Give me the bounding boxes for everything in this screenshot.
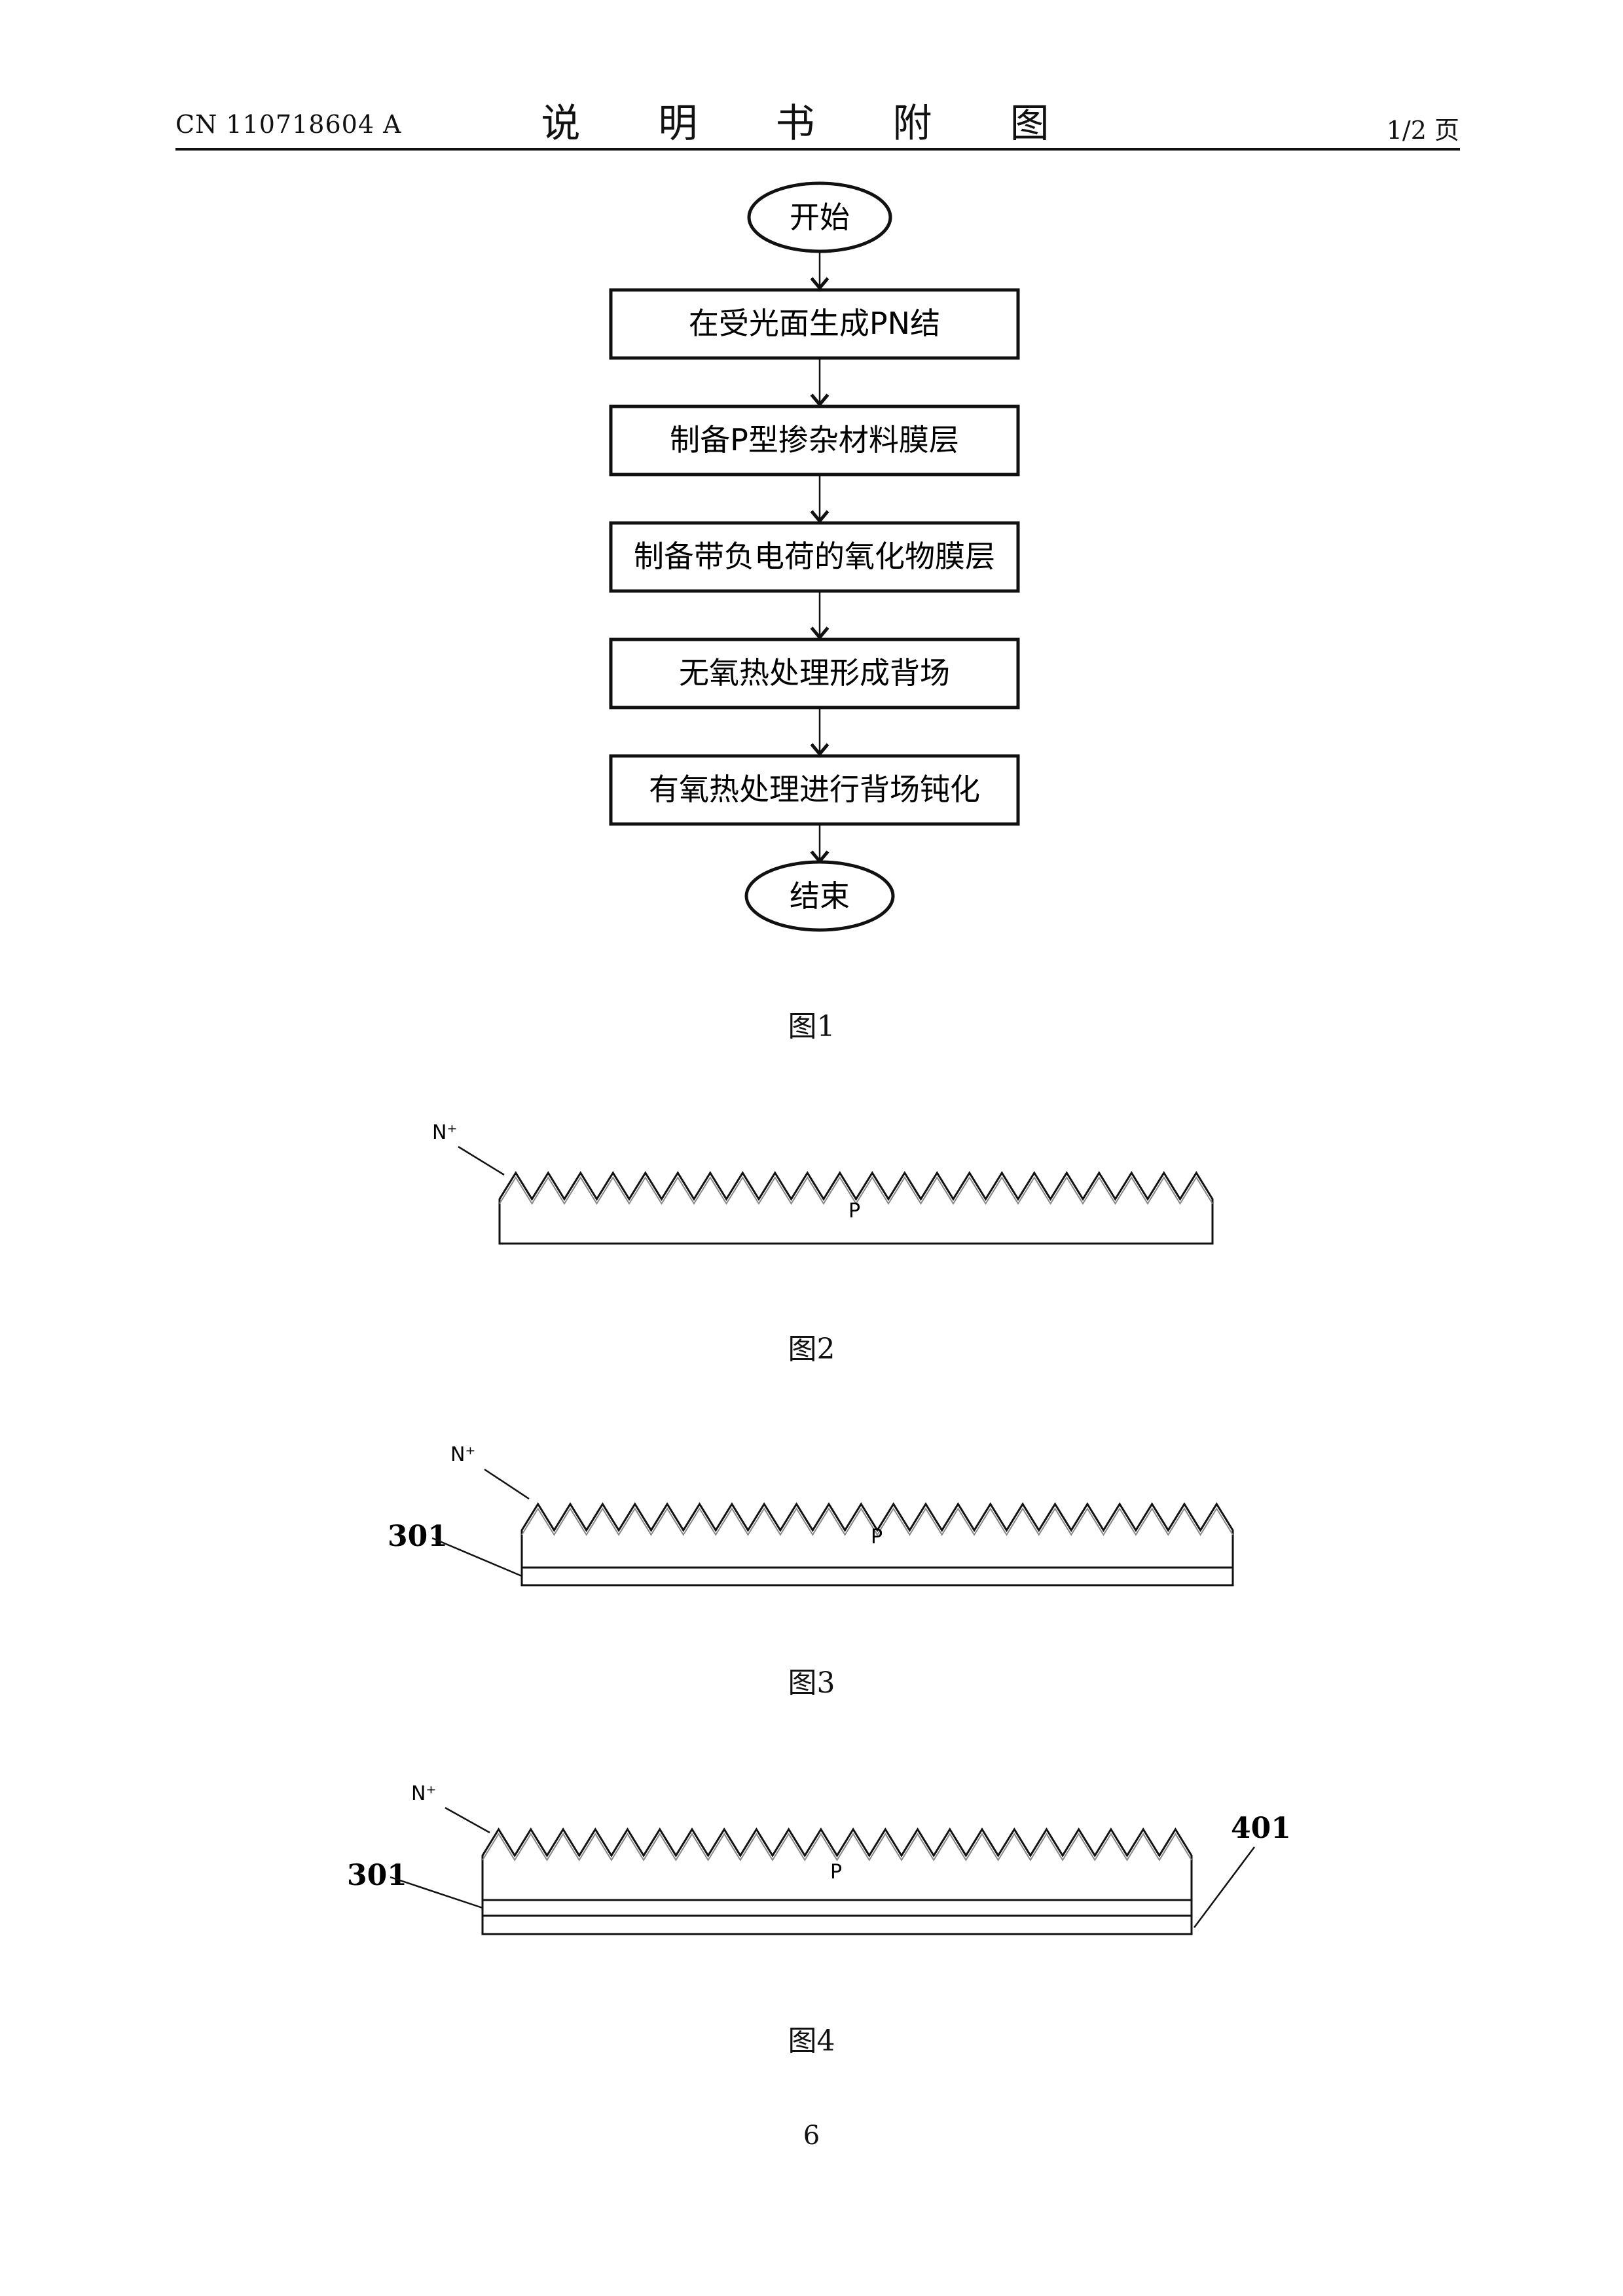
- end-label: 结束: [790, 878, 850, 914]
- fig4-layer2-leader: [1193, 1846, 1256, 1928]
- step-label-2: 制备P型掺杂材料膜层: [670, 422, 959, 457]
- fig4-layer2-label: 401: [1231, 1812, 1291, 1845]
- step-label-1: 在受光面生成PN结: [689, 306, 940, 341]
- step-box-5: [609, 754, 1020, 826]
- step-box-3: [609, 521, 1020, 593]
- fig3-layer-label: 301: [388, 1520, 448, 1553]
- step-label-3: 制备带负电荷的氧化物膜层: [634, 539, 995, 574]
- fig4-n-leader: [445, 1806, 490, 1834]
- fig4-caption: 图4: [788, 2024, 835, 2058]
- fig4-n-label: N⁺: [411, 1782, 436, 1805]
- fig3-layer-301: [520, 1566, 1234, 1587]
- fig3-cross-section: N⁺ P 301: [388, 1443, 1234, 1587]
- fig3-layer-leader: [431, 1537, 522, 1577]
- fig3-p-label: P: [871, 1526, 883, 1549]
- flowchart: 开始 在受光面生成PN结 制备P型掺杂材料膜层 制备带负电荷的氧化物膜层 无氧热…: [609, 181, 1020, 932]
- fig3-n-label: N⁺: [450, 1443, 475, 1466]
- end-terminal: [744, 860, 895, 932]
- page-title: 说 明 书 附 图: [541, 101, 1082, 147]
- fig2-p-label: P: [848, 1200, 860, 1223]
- fig4-layer1-leader: [390, 1876, 483, 1909]
- header-rule: [175, 148, 1460, 151]
- step-label-4: 无氧热处理形成背场: [679, 655, 950, 691]
- doc-number: CN 110718604 A: [175, 110, 402, 139]
- fig3-caption: 图3: [788, 1666, 835, 1700]
- fig4-p-label: P: [830, 1861, 842, 1884]
- fig3-n-leader: [484, 1468, 530, 1500]
- fig2-wafer: [498, 1171, 1214, 1245]
- fig2-cross-section: N⁺ P: [432, 1121, 1214, 1245]
- start-label: 开始: [790, 200, 850, 235]
- step-box-1: [609, 288, 1020, 360]
- fig3-n-layer: [521, 1507, 1233, 1536]
- fig2-n-layer: [499, 1176, 1213, 1205]
- fig4-layer-401: [481, 1914, 1193, 1935]
- fig2-caption: 图2: [788, 1333, 835, 1366]
- fig4-n-layer: [482, 1833, 1192, 1861]
- fig4-wafer: [481, 1827, 1193, 1901]
- fig2-n-label: N⁺: [432, 1121, 457, 1144]
- step-box-2: [609, 404, 1020, 476]
- page-number: 6: [803, 2121, 820, 2151]
- fig4-layer1-label: 301: [347, 1859, 407, 1892]
- fig4-layer-301: [481, 1899, 1193, 1917]
- page-of: 1/2 页: [1386, 116, 1459, 145]
- step-label-5: 有氧热处理进行背场钝化: [649, 772, 980, 807]
- step-box-4: [609, 637, 1020, 709]
- fig2-n-leader: [458, 1145, 505, 1176]
- fig1-caption: 图1: [788, 1010, 835, 1043]
- fig4-cross-section: N⁺ P 301 401: [347, 1782, 1291, 1935]
